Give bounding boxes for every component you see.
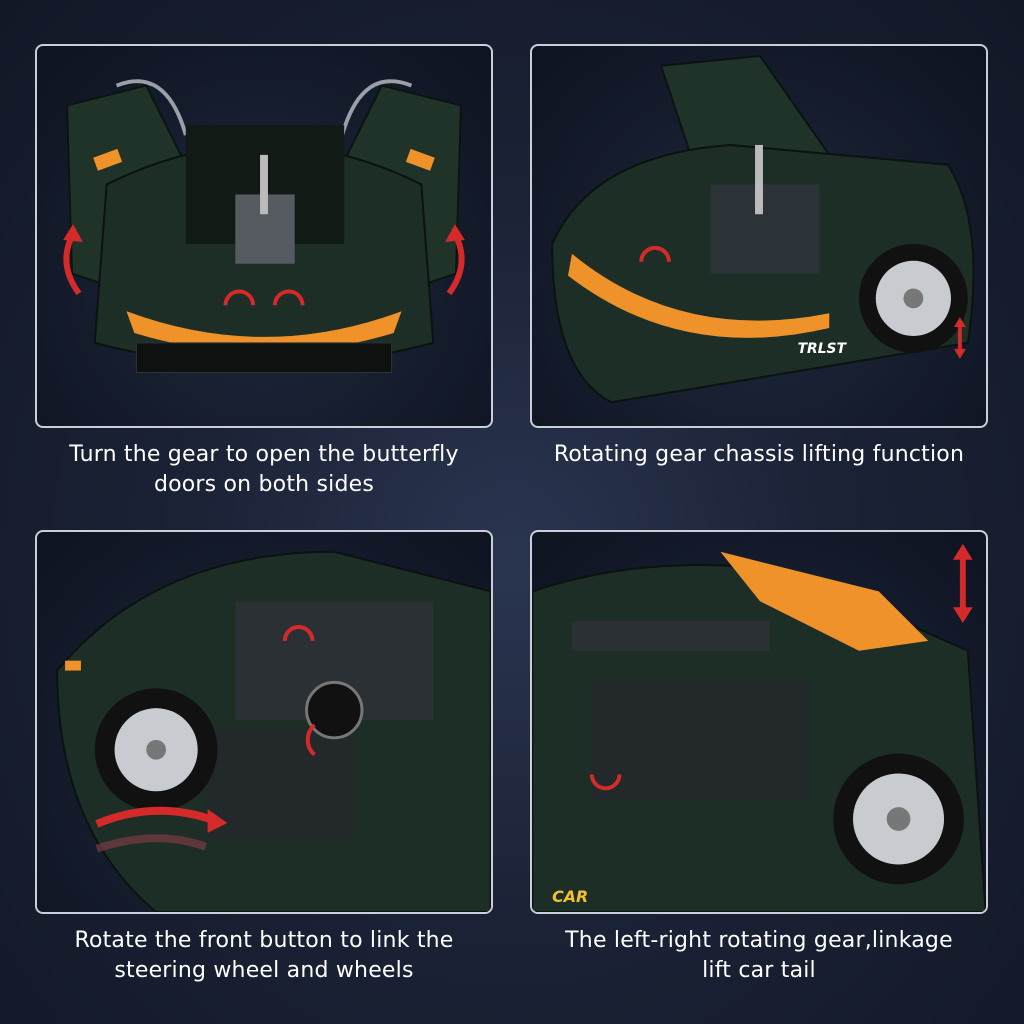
caption-line: Turn the gear to open the butterfly [69, 442, 459, 467]
photo-tail-lift: CAR [530, 530, 988, 914]
car-rear-wing-image: CAR [532, 543, 986, 912]
caption-line: The left-right rotating gear,linkage [565, 928, 953, 953]
car-front-quarter-image: TRLST [551, 54, 975, 404]
photo-butterfly-doors [35, 44, 493, 428]
caption-tail-lift: The left-right rotating gear,linkage lif… [524, 926, 994, 986]
photo-steering-link [35, 530, 493, 914]
caption-chassis-lifting: Rotating gear chassis lifting function [524, 440, 994, 470]
caption-line: lift car tail [702, 958, 816, 983]
caption-line: doors on both sides [153, 472, 375, 497]
car-front-doors-open-image [63, 79, 465, 374]
car-badge: CAR [552, 887, 588, 906]
caption-line: Rotate the front button to link the [74, 928, 454, 953]
photo-chassis-lifting: TRLST [530, 44, 988, 428]
car-interior-steering-image [56, 550, 491, 912]
caption-steering-link: Rotate the front button to link the stee… [29, 926, 499, 986]
car-badge: TRLST [798, 341, 848, 357]
caption-line: steering wheel and wheels [114, 958, 414, 983]
caption-line: Rotating gear chassis lifting function [553, 442, 965, 467]
caption-butterfly-doors: Turn the gear to open the butterfly door… [29, 440, 499, 500]
